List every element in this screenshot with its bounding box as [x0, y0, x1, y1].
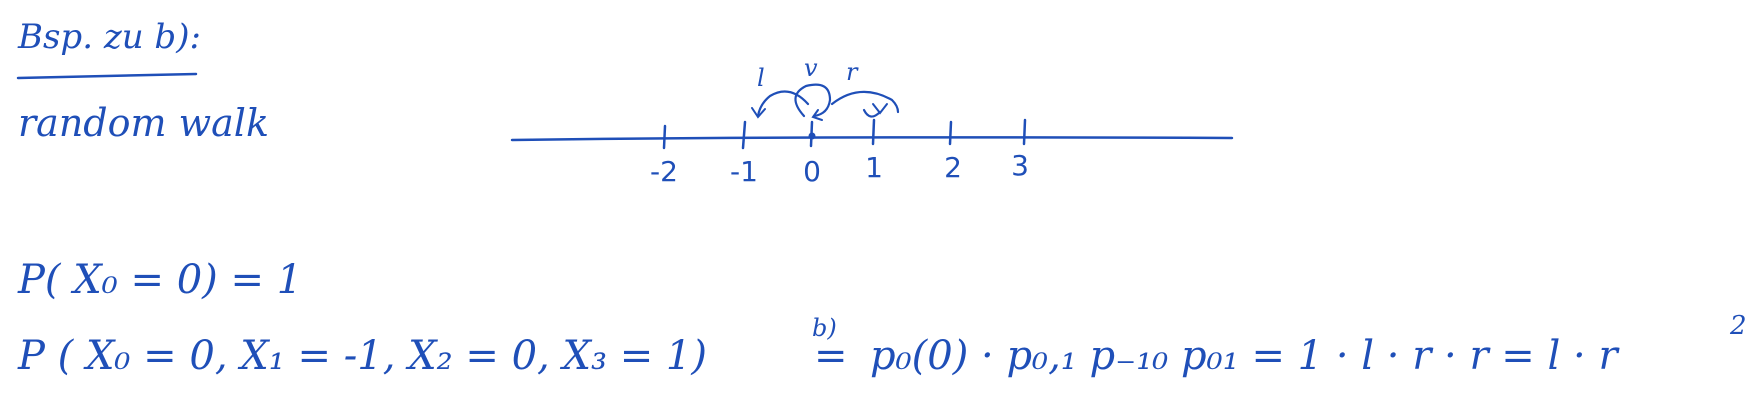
- equation-2-equals: =: [814, 333, 848, 379]
- eq2-exponent: 2: [1729, 311, 1747, 341]
- tick-label-0: 0: [803, 155, 821, 188]
- stay-loop-arrow: [794, 83, 832, 118]
- number-line-axis: [510, 136, 1234, 142]
- step-label-right: r: [846, 58, 858, 86]
- tick-3: [1022, 118, 1027, 146]
- subtitle: random walk: [18, 101, 269, 145]
- tick-label-minus-1: -1: [730, 155, 758, 188]
- tick-2: [948, 120, 953, 146]
- tick-label-minus-2: -2: [650, 155, 678, 188]
- tick-minus-2: [662, 124, 667, 150]
- tick-label-3: 3: [1011, 149, 1029, 182]
- equation-2-lhs: P ( X₀ = 0, X₁ = -1, X₂ = 0, X₃ = 1): [18, 333, 707, 379]
- equation-2-rhs: p₀(0) · p₀,₁ p₋₁₀ p₀₁ = 1 · l · r · r = …: [870, 333, 1618, 379]
- step-label-left: l: [757, 64, 765, 92]
- step-label-stay: v: [804, 54, 818, 82]
- tick-minus-1: [741, 120, 747, 150]
- equation-1: P( X₀ = 0) = 1: [18, 257, 303, 303]
- equation-2-mark: b): [812, 314, 837, 342]
- origin-dot: [808, 132, 816, 140]
- tick-1: [871, 118, 876, 146]
- right-step-arrow: [830, 90, 900, 114]
- heading: Bsp. zu b):: [18, 17, 201, 57]
- heading-underline: [16, 72, 198, 80]
- tick-label-1: 1: [865, 151, 883, 184]
- tick-label-2: 2: [944, 151, 962, 184]
